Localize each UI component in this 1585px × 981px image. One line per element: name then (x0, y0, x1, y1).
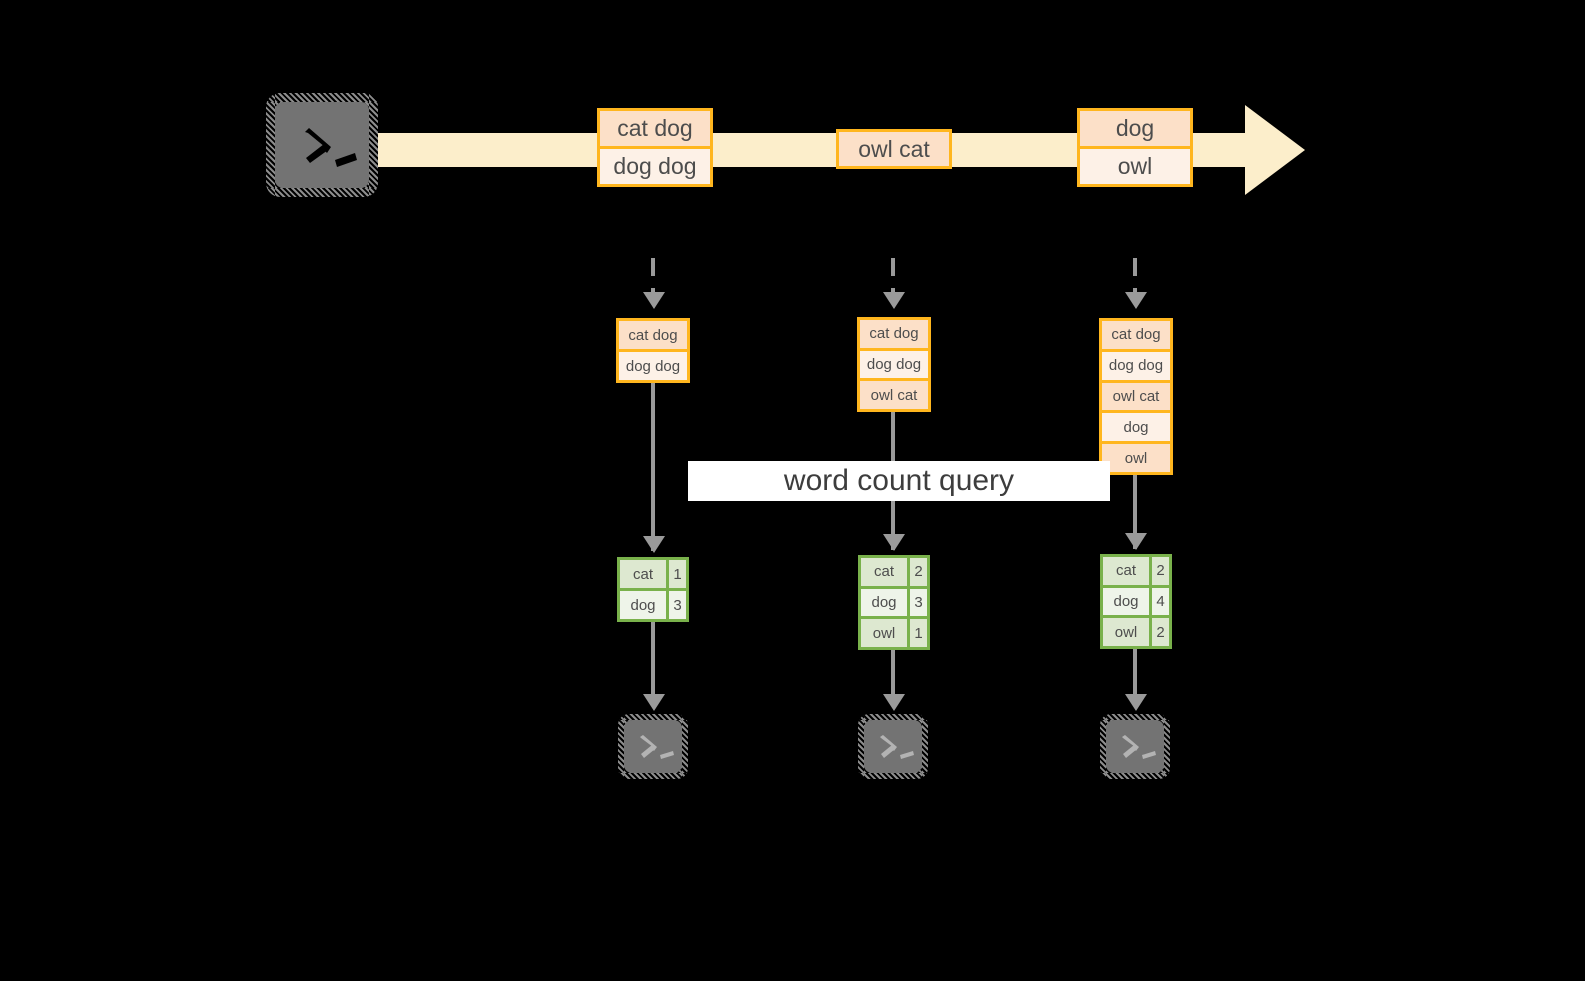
snapshot-3-query-arrowhead (1125, 533, 1147, 550)
result-count: 2 (1149, 618, 1169, 647)
snapshot-1-result-table: cat 1 dog 3 (617, 557, 689, 622)
snapshot-1-query-arrowhead (643, 536, 665, 553)
query-label: word count query (688, 461, 1110, 501)
snapshot-row: owl (1102, 441, 1170, 472)
snapshot-row: owl cat (860, 378, 928, 410)
stream-record: dog dog (600, 146, 710, 184)
result-row: cat 2 (861, 558, 927, 586)
result-row: cat 1 (620, 560, 686, 588)
snapshot-1-query-connector (651, 383, 655, 551)
snapshot-3-result-table: cat 2 dog 4 owl 2 (1100, 554, 1172, 649)
stream-arrow-head (1245, 105, 1305, 195)
snapshot-2-dashed-connector (891, 258, 895, 296)
snapshot-3-sink-connector (1133, 649, 1137, 700)
result-word: cat (1103, 557, 1149, 585)
snapshot-row: cat dog (860, 320, 928, 348)
snapshot-1-dashed-connector (651, 258, 655, 296)
snapshot-row: owl cat (1102, 379, 1170, 411)
snapshot-1-dashed-arrowhead (643, 292, 665, 309)
stream-record: cat dog (600, 111, 710, 146)
stream-record: dog (1080, 111, 1190, 146)
snapshot-row: cat dog (619, 321, 687, 349)
stream-record: owl cat (839, 132, 949, 166)
result-count: 1 (907, 619, 927, 648)
snapshot-3-sink-terminal-icon[interactable] (1100, 714, 1170, 779)
snapshot-row: dog dog (1102, 348, 1170, 380)
result-row: cat 2 (1103, 557, 1169, 585)
terminal-prompt-glyph (640, 735, 674, 759)
snapshot-1-sink-arrowhead (643, 694, 665, 711)
result-row: owl 1 (861, 616, 927, 648)
result-count: 3 (907, 588, 927, 617)
snapshot-2-sink-connector (891, 650, 895, 700)
stream-group-2: owl cat (836, 129, 952, 169)
snapshot-2-input-table: cat dog dog dog owl cat (857, 317, 931, 412)
snapshot-3-dashed-arrowhead (1125, 292, 1147, 309)
snapshot-1-input-table: cat dog dog dog (616, 318, 690, 383)
result-count: 4 (1149, 587, 1169, 616)
snapshot-1-sink-terminal-icon[interactable] (618, 714, 688, 779)
snapshot-3-sink-arrowhead (1125, 694, 1147, 711)
result-word: cat (861, 558, 907, 586)
snapshot-row: cat dog (1102, 321, 1170, 349)
stream-group-3: dog owl (1077, 108, 1193, 187)
snapshot-2-result-table: cat 2 dog 3 owl 1 (858, 555, 930, 650)
snapshot-2-dashed-arrowhead (883, 292, 905, 309)
result-word: dog (620, 591, 666, 619)
result-word: dog (861, 588, 907, 617)
result-word: owl (1103, 618, 1149, 647)
snapshot-row: dog (1102, 410, 1170, 442)
snapshot-row: dog dog (860, 347, 928, 379)
result-count: 1 (666, 560, 686, 588)
snapshot-1-sink-connector (651, 622, 655, 700)
snapshot-3-query-connector (1133, 475, 1137, 549)
stream-record: owl (1080, 146, 1190, 184)
terminal-screen (275, 102, 369, 188)
source-terminal-icon[interactable] (266, 93, 378, 197)
result-row: owl 2 (1103, 615, 1169, 647)
result-word: cat (620, 560, 666, 588)
terminal-prompt-glyph (1122, 735, 1156, 759)
snapshot-2-sink-arrowhead (883, 694, 905, 711)
result-count: 2 (1149, 557, 1169, 585)
result-row: dog 3 (861, 585, 927, 617)
result-word: owl (861, 619, 907, 648)
result-count: 2 (907, 558, 927, 586)
terminal-prompt-glyph (305, 128, 357, 167)
terminal-prompt-glyph (880, 735, 914, 759)
snapshot-3-input-table: cat dog dog dog owl cat dog owl (1099, 318, 1173, 475)
snapshot-2-query-arrowhead (883, 534, 905, 551)
snapshot-3-dashed-connector (1133, 258, 1137, 296)
result-row: dog 3 (620, 588, 686, 619)
result-word: dog (1103, 587, 1149, 616)
stream-group-1: cat dog dog dog (597, 108, 713, 187)
result-count: 3 (666, 591, 686, 619)
snapshot-2-sink-terminal-icon[interactable] (858, 714, 928, 779)
snapshot-row: dog dog (619, 349, 687, 380)
result-row: dog 4 (1103, 584, 1169, 616)
